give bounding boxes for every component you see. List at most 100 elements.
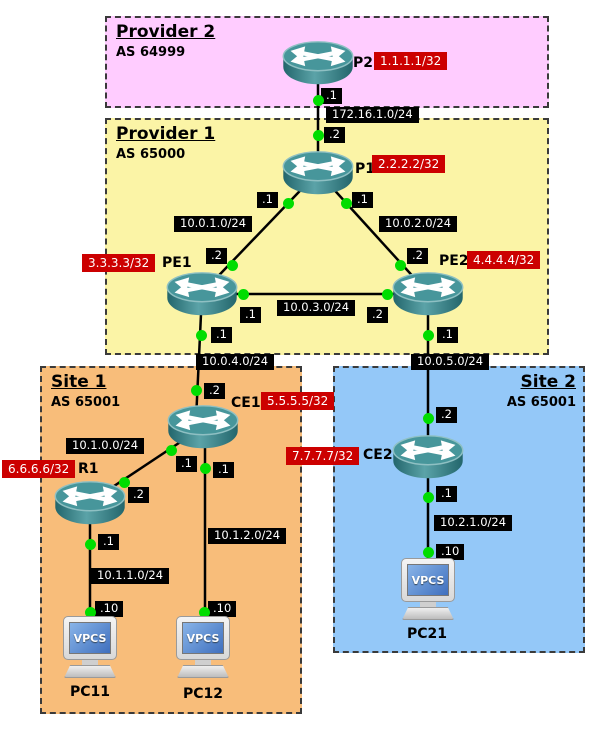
router-icon	[282, 151, 354, 195]
router-p1-label: P1	[355, 161, 376, 177]
link-endpoint-dot	[85, 607, 96, 618]
link-endpoint-dot	[423, 547, 434, 558]
router-ce2-label: CE2	[363, 447, 393, 463]
pc21-screen-label: VPCS	[407, 564, 449, 596]
monitor-stand	[82, 660, 98, 665]
net-label-p2-p1: 172.16.1.0/24	[326, 107, 419, 123]
net-label-r1-pc11: 10.1.1.0/24	[91, 568, 170, 584]
link-endpoint-dot	[423, 492, 434, 503]
link-endpoint-dot	[313, 130, 324, 141]
link-endpoint-dot	[423, 330, 434, 341]
router-r1-label: R1	[78, 461, 99, 477]
iface-pe1-e: .1	[240, 307, 261, 323]
net-label-pe2-ce2: 10.0.5.0/24	[411, 354, 490, 370]
region-provider1-as: AS 65000	[116, 146, 186, 162]
link-endpoint-dot	[313, 95, 324, 106]
net-label-pe1-pe2: 10.0.3.0/24	[277, 300, 356, 316]
iface-pe2-s: .1	[437, 327, 458, 343]
vpcs-monitor-icon: VPCS	[401, 558, 455, 602]
link-endpoint-dot	[395, 260, 406, 271]
keyboard-icon	[402, 607, 454, 620]
net-label-p1-pe1: 10.0.1.0/24	[174, 216, 253, 232]
router-icon	[392, 435, 464, 479]
net-label-p1-pe2: 10.0.2.0/24	[379, 216, 458, 232]
keyboard-icon	[177, 665, 229, 678]
router-ce2	[389, 430, 467, 484]
loopback-ce1: 5.5.5.5/32	[261, 392, 335, 410]
iface-ce2-s: .1	[436, 486, 457, 502]
router-p2	[279, 36, 357, 90]
region-provider2-as: AS 64999	[116, 44, 186, 60]
link-endpoint-dot	[119, 477, 130, 488]
pc-pc11-label: PC11	[69, 684, 111, 700]
iface-pc21-n: .10	[436, 544, 465, 560]
iface-p1-w: .1	[257, 192, 278, 208]
link-endpoint-dot	[191, 385, 202, 396]
iface-p2-s: .1	[321, 88, 342, 104]
iface-pe2-w: .2	[367, 307, 388, 323]
keyboard-icon	[64, 665, 116, 678]
loopback-p2: 1.1.1.1/32	[374, 52, 448, 70]
router-pe2-label: PE2	[439, 253, 469, 269]
loopback-r1: 6.6.6.6/32	[2, 460, 76, 478]
link-p1-pe1	[201, 171, 319, 294]
pc-pc12: VPCS	[175, 616, 231, 680]
pc12-screen-label: VPCS	[182, 622, 224, 654]
iface-pc12-n: .10	[208, 601, 237, 617]
loopback-pe2: 4.4.4.4/32	[467, 251, 541, 269]
iface-pe2-n: .2	[407, 248, 428, 264]
link-endpoint-dot	[382, 289, 393, 300]
iface-pe1-s: .1	[211, 327, 232, 343]
net-label-ce1-r1: 10.1.0.0/24	[66, 438, 145, 454]
region-site2-title: Site 2	[520, 372, 576, 392]
vpcs-monitor-icon: VPCS	[176, 616, 230, 660]
region-provider2-title: Provider 2	[116, 22, 216, 42]
link-p1-pe2	[317, 171, 429, 294]
link-endpoint-dot	[283, 198, 294, 209]
loopback-pe1: 3.3.3.3/32	[82, 254, 156, 272]
router-ce1-label: CE1	[231, 395, 261, 411]
iface-r1-s: .1	[98, 534, 119, 550]
link-endpoint-dot	[85, 539, 96, 550]
link-endpoint-dot	[200, 463, 211, 474]
pc-pc12-label: PC12	[182, 686, 224, 702]
region-provider1-title: Provider 1	[116, 124, 216, 144]
region-site1-as: AS 65001	[51, 394, 121, 410]
iface-p1-n: .2	[324, 127, 345, 143]
link-endpoint-dot	[199, 607, 210, 618]
net-label-pe1-ce1: 10.0.4.0/24	[196, 354, 275, 370]
iface-pe1-n: .2	[206, 248, 227, 264]
pc-pc11: VPCS	[62, 616, 118, 680]
iface-r1-e: .2	[128, 487, 149, 503]
router-icon	[282, 41, 354, 85]
link-endpoint-dot	[227, 260, 238, 271]
link-endpoint-dot	[166, 445, 177, 456]
iface-ce2-n: .2	[436, 407, 457, 423]
region-site1-title: Site 1	[51, 372, 107, 392]
link-endpoint-dot	[341, 198, 352, 209]
router-pe2	[389, 267, 467, 321]
pc-pc21-label: PC21	[406, 626, 448, 642]
router-r1	[51, 476, 129, 530]
iface-ce1-s: .1	[213, 462, 234, 478]
router-p1	[279, 146, 357, 200]
iface-p1-e: .1	[352, 192, 373, 208]
vpcs-monitor-icon: VPCS	[63, 616, 117, 660]
iface-ce1-w: .1	[176, 456, 197, 472]
net-label-ce2-pc21: 10.2.1.0/24	[434, 515, 513, 531]
router-icon	[166, 272, 238, 316]
link-endpoint-dot	[196, 330, 207, 341]
pc-pc21: VPCS	[400, 558, 456, 622]
link-endpoint-dot	[423, 413, 434, 424]
region-site2-as: AS 65001	[506, 394, 576, 410]
loopback-ce2: 7.7.7.7/32	[286, 447, 360, 465]
monitor-stand	[195, 660, 211, 665]
router-pe1-label: PE1	[162, 255, 192, 271]
iface-ce1-n: .2	[204, 383, 225, 399]
link-endpoint-dot	[238, 289, 249, 300]
router-p2-label: P2	[353, 55, 374, 71]
router-pe1	[163, 267, 241, 321]
iface-pc11-n: .10	[95, 601, 124, 617]
monitor-stand	[420, 602, 436, 607]
